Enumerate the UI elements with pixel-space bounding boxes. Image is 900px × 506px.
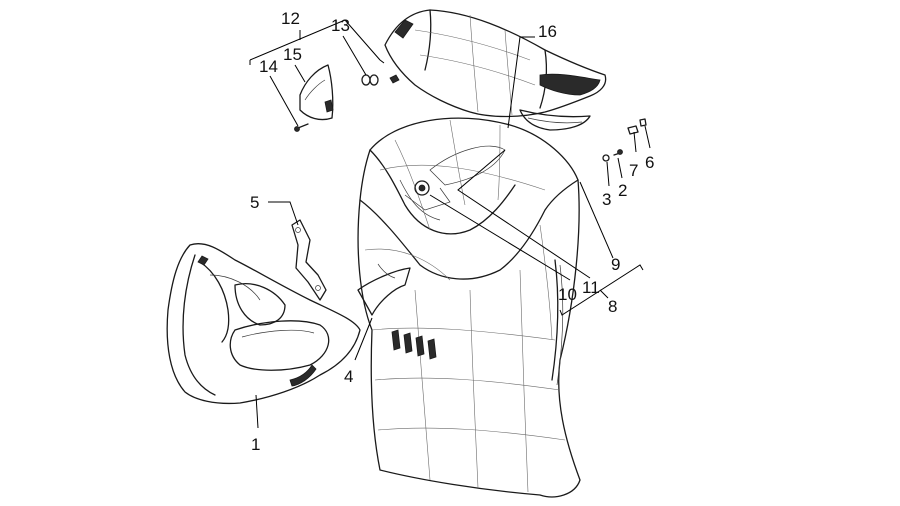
headlight-assembly-part [166, 243, 361, 405]
callout-1: 1 [251, 435, 260, 454]
callout-9: 9 [611, 255, 620, 274]
callout-6: 6 [645, 153, 654, 172]
hardware-screws [602, 118, 647, 162]
grommet-part [361, 74, 400, 86]
callout-13: 13 [331, 16, 350, 35]
front-shield-part [357, 117, 581, 498]
handlebar-cover-part [384, 9, 607, 131]
callout-15: 15 [283, 45, 302, 64]
callout-11: 11 [582, 278, 600, 297]
leader-lines [249, 19, 651, 429]
callout-labels: 1 2 3 4 5 6 7 8 9 10 11 12 13 14 15 16 [250, 9, 654, 454]
callout-4: 4 [344, 367, 353, 386]
callout-12: 12 [281, 9, 300, 28]
vent-slots [391, 329, 437, 360]
callout-2: 2 [618, 181, 627, 200]
bracket-part [291, 219, 327, 301]
callout-3: 3 [602, 190, 611, 209]
callout-8: 8 [608, 297, 617, 316]
cover-plate-part [299, 64, 334, 121]
callout-5: 5 [250, 193, 259, 212]
screw-part [294, 123, 309, 132]
callout-7: 7 [629, 161, 638, 180]
callout-16: 16 [538, 22, 557, 41]
callout-14: 14 [259, 57, 278, 76]
callout-10: 10 [558, 285, 577, 304]
